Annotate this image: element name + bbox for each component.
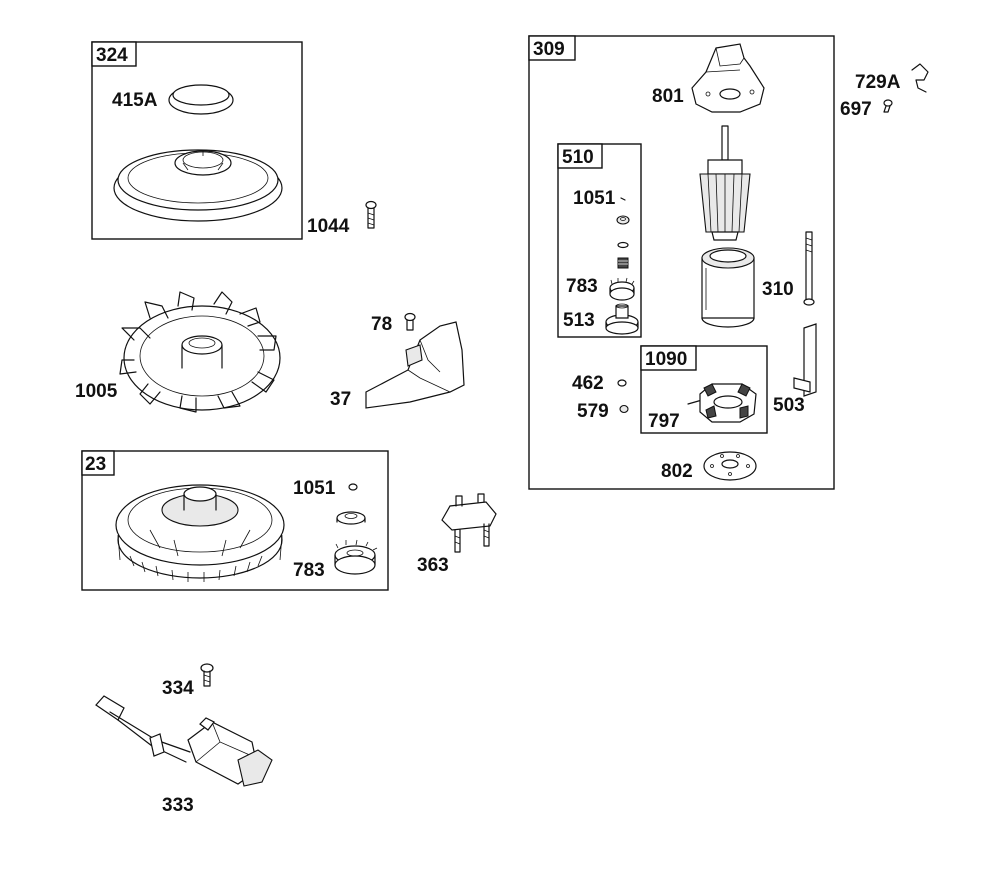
part-503-strip	[793, 323, 817, 397]
part-78-screw	[404, 312, 416, 331]
label-1044: 1044	[307, 216, 350, 237]
part-324-cover	[113, 149, 283, 222]
part-1051-washer	[336, 511, 366, 525]
box-309-id: 309	[533, 39, 565, 60]
box-510-id: 510	[562, 147, 594, 168]
label-310: 310	[762, 279, 794, 300]
part-510-washer	[616, 215, 630, 225]
part-510-spring	[617, 257, 629, 269]
box-1090-id: 1090	[645, 349, 687, 370]
label-1051-b: 1051	[573, 188, 616, 209]
part-510-gear	[609, 277, 635, 301]
box-324-tag	[91, 41, 137, 67]
part-510-ring	[617, 241, 629, 249]
box-1090-frame	[640, 345, 768, 434]
label-697: 697	[840, 99, 872, 120]
part-armature	[699, 125, 751, 241]
label-783-b: 783	[566, 276, 598, 297]
group-1090: 1090 797	[640, 345, 768, 434]
label-1051-a: 1051	[293, 478, 336, 499]
part-510-pin	[620, 197, 626, 201]
part-579	[619, 404, 629, 414]
part-334-screw	[200, 663, 214, 687]
part-1005-fan	[119, 291, 281, 413]
label-729A: 729A	[855, 72, 901, 93]
part-801-endcap	[691, 43, 765, 113]
part-333-armature	[95, 695, 273, 787]
label-503: 503	[773, 395, 805, 416]
box-23-id: 23	[85, 454, 106, 475]
label-579: 579	[577, 401, 609, 422]
box-324-frame	[91, 41, 303, 240]
label-333: 333	[162, 795, 194, 816]
part-through-bolt	[803, 231, 815, 306]
group-510: 510 1051 783 513	[557, 143, 642, 338]
label-78: 78	[371, 314, 392, 335]
part-802-plate	[703, 451, 757, 481]
box-510-tag	[557, 143, 603, 169]
box-324-id: 324	[96, 45, 128, 66]
group-309: 309 801 310	[528, 35, 835, 490]
box-23-tag	[81, 450, 115, 476]
label-783-a: 783	[293, 560, 325, 581]
part-462	[617, 379, 627, 387]
group-23: 23 1051 783	[81, 450, 389, 591]
part-37-baffle	[365, 321, 465, 409]
label-802: 802	[661, 461, 693, 482]
part-797-brush-holder	[687, 383, 757, 423]
part-415A-cap	[168, 84, 234, 115]
part-310-frame	[701, 247, 755, 328]
label-363: 363	[417, 555, 449, 576]
box-309-frame	[528, 35, 835, 490]
part-729A-clip	[911, 63, 929, 93]
part-783-cup	[334, 539, 378, 575]
group-324: 324 415A	[91, 41, 303, 240]
label-415A: 415A	[112, 90, 158, 111]
label-1005: 1005	[75, 381, 118, 402]
part-513-drive	[605, 303, 639, 335]
box-23-frame	[81, 450, 389, 591]
part-363-bracket	[441, 493, 497, 553]
label-513: 513	[563, 310, 595, 331]
label-462: 462	[572, 373, 604, 394]
part-1051-key	[348, 483, 358, 491]
part-1044-screw	[365, 200, 377, 229]
label-797: 797	[648, 411, 680, 432]
label-801: 801	[652, 86, 684, 107]
label-334: 334	[162, 678, 194, 699]
part-23-flywheel	[115, 484, 285, 582]
box-1090-tag	[640, 345, 697, 371]
part-697-screw	[883, 99, 893, 113]
box-309-tag	[528, 35, 576, 61]
label-37: 37	[330, 389, 351, 410]
